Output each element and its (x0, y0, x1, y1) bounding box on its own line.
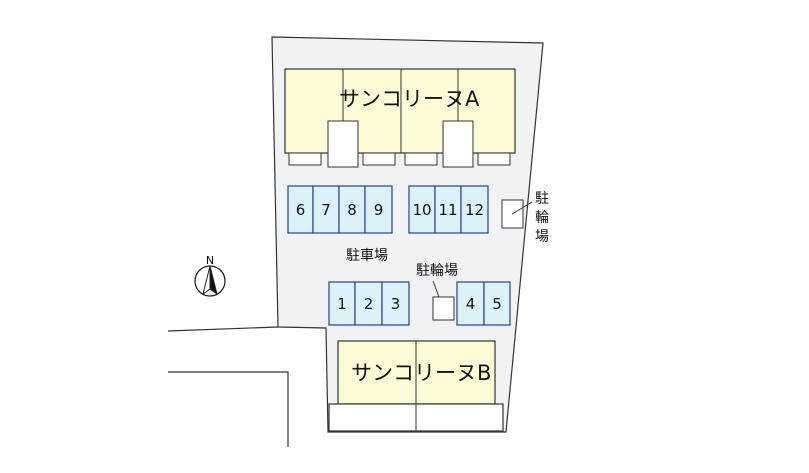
slot-number: 8 (347, 201, 357, 219)
bike-parking-right-label-1: 駐 (535, 191, 549, 207)
bike-parking-right-label-2: 輪 (535, 209, 549, 226)
parking-row-lower-right: 4 5 (456, 281, 511, 326)
parking-slot (456, 281, 485, 326)
parking-slot (460, 185, 489, 234)
north-arrow-icon: N (194, 254, 226, 297)
parking-slot (434, 185, 462, 234)
parking-label: 駐車場 (346, 247, 388, 264)
parking-slot (287, 185, 314, 234)
compass-label: N (206, 254, 214, 267)
slot-number: 10 (412, 201, 431, 219)
parking-row-upper-left: 6 7 8 9 (287, 185, 393, 234)
parking-slot (338, 185, 366, 234)
building-b-label: サンコリーヌB (351, 361, 491, 385)
building-a: サンコリーヌA (284, 68, 516, 168)
bike-parking-right-label-3: 場 (535, 229, 549, 245)
road-lines (167, 326, 289, 447)
parking-slot (364, 185, 393, 234)
building-b: サンコリーヌB (328, 340, 504, 432)
slot-number: 12 (465, 201, 484, 219)
parking-slot (328, 281, 356, 326)
parking-slot (408, 185, 436, 234)
slot-number: 4 (466, 295, 476, 313)
slot-number: 3 (391, 295, 401, 313)
parking-slot (354, 281, 383, 326)
slot-number: 11 (438, 201, 457, 219)
parking-slot (483, 281, 511, 326)
building-a-label: サンコリーヌA (339, 87, 480, 111)
slot-number: 7 (321, 201, 331, 219)
bike-parking-right: 駐 輪 場 (501, 191, 549, 245)
slot-number: 2 (364, 295, 374, 313)
bike-parking-center: 駐輪場 (416, 262, 458, 321)
parking-row-lower-left: 1 2 3 (328, 281, 410, 326)
bike-parking-center-label: 駐輪場 (416, 262, 458, 279)
parking-slot (381, 281, 410, 326)
slot-number: 6 (296, 201, 306, 219)
slot-number: 9 (374, 201, 384, 219)
parking-row-upper-right: 10 11 12 (408, 185, 489, 234)
slot-number: 1 (337, 295, 347, 313)
slot-number: 5 (492, 295, 502, 313)
